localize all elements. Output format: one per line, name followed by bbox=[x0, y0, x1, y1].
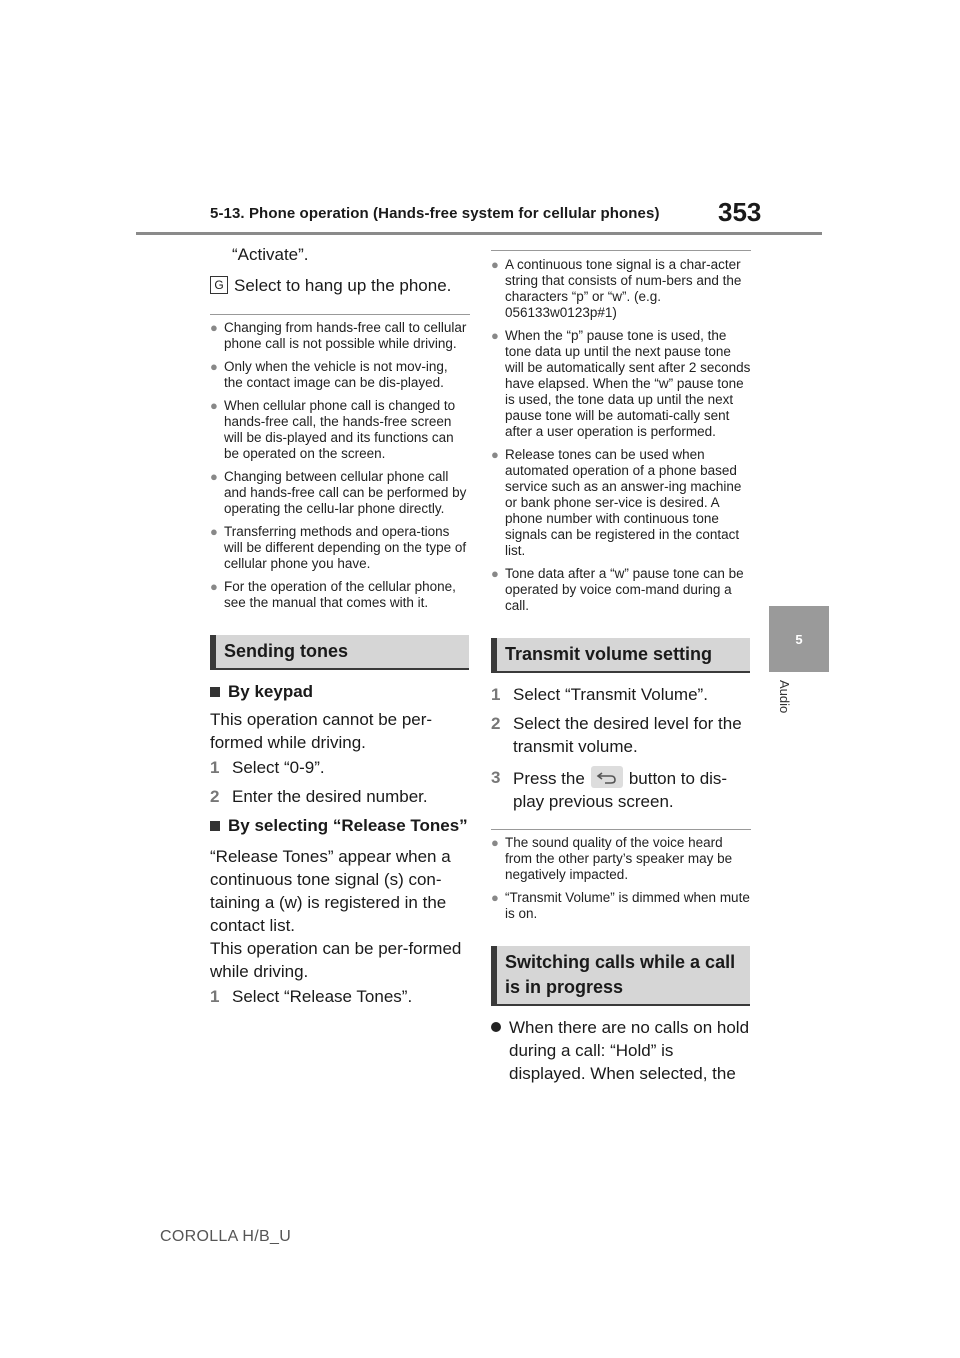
section-sending-tones: Sending tones bbox=[210, 635, 469, 670]
release-text-2: This operation can be per-formed while d… bbox=[210, 939, 462, 981]
note-divider bbox=[491, 250, 751, 251]
chapter-tab: 5 bbox=[769, 606, 829, 672]
note-item: ●Only when the vehicle is not mov-ing, t… bbox=[210, 359, 448, 390]
note-item: ●The sound quality of the voice heard fr… bbox=[491, 835, 733, 882]
bullet-icon: ● bbox=[210, 320, 218, 335]
bullet-icon: ● bbox=[210, 469, 218, 484]
keypad-text: This operation cannot be per-formed whil… bbox=[210, 710, 433, 752]
right-column: ●A continuous tone signal is a char-acte… bbox=[491, 250, 751, 1085]
left-notes: ●Changing from hands-free call to cellul… bbox=[210, 320, 470, 611]
g-badge: G bbox=[210, 276, 228, 294]
back-button[interactable] bbox=[590, 766, 623, 788]
note-item: ●Release tones can be used when automate… bbox=[491, 447, 742, 558]
bullet-icon: ● bbox=[491, 257, 499, 272]
note-divider bbox=[491, 829, 751, 830]
page-number: 353 bbox=[718, 197, 762, 227]
subhead-by-release: By selecting “Release Tones” bbox=[210, 814, 470, 837]
footer-model: COROLLA H/B_U bbox=[160, 1228, 292, 1245]
bullet-icon: ● bbox=[491, 447, 499, 462]
section-switching-calls: Switching calls while a call is in progr… bbox=[491, 946, 750, 1006]
note-item: ●When cellular phone call is changed to … bbox=[210, 398, 456, 461]
chapter-number: 5 bbox=[795, 631, 803, 647]
item-g-text: Select to hang up the phone. bbox=[234, 276, 452, 295]
bullet-icon: ● bbox=[491, 835, 499, 850]
item-g: G Select to hang up the phone. bbox=[210, 274, 470, 297]
back-arrow-icon bbox=[596, 772, 616, 784]
note-item: ●Transferring methods and opera-tions wi… bbox=[210, 524, 467, 571]
bullet-icon: ● bbox=[491, 328, 499, 343]
header-title: 5-13. Phone operation (Hands-free system… bbox=[210, 205, 660, 222]
note-item: ●A continuous tone signal is a char-acte… bbox=[491, 257, 742, 320]
release-text-1: “Release Tones” appear when a continuous… bbox=[210, 847, 451, 935]
square-bullet-icon bbox=[210, 687, 220, 697]
note-item: ●Tone data after a “w” pause tone can be… bbox=[491, 566, 744, 613]
switch-item: When there are no calls on hold during a… bbox=[491, 1016, 751, 1085]
header-rule bbox=[136, 232, 822, 235]
square-bullet-icon bbox=[210, 821, 220, 831]
subhead-by-keypad: By keypad bbox=[210, 680, 470, 703]
section-transmit-volume: Transmit volume setting bbox=[491, 638, 750, 673]
activate-text: “Activate”. bbox=[232, 245, 309, 264]
dot-bullet-icon bbox=[491, 1022, 501, 1032]
note-divider bbox=[210, 314, 470, 315]
bullet-icon: ● bbox=[210, 524, 218, 539]
bullet-icon: ● bbox=[491, 566, 499, 581]
chapter-label: Audio bbox=[777, 680, 792, 714]
note-item: ●When the “p” pause tone is used, the to… bbox=[491, 328, 751, 439]
note-item: ●For the operation of the cellular phone… bbox=[210, 579, 456, 610]
note-item: ●Changing from hands-free call to cellul… bbox=[210, 320, 467, 351]
note-item: ●Changing between cellular phone call an… bbox=[210, 469, 467, 516]
bullet-icon: ● bbox=[210, 398, 218, 413]
bullet-icon: ● bbox=[491, 890, 499, 905]
bullet-icon: ● bbox=[210, 359, 218, 374]
left-column: “Activate”. G Select to hang up the phone… bbox=[210, 240, 470, 1008]
note-item: ●“Transmit Volume” is dimmed when mute i… bbox=[491, 890, 750, 921]
bullet-icon: ● bbox=[210, 579, 218, 594]
